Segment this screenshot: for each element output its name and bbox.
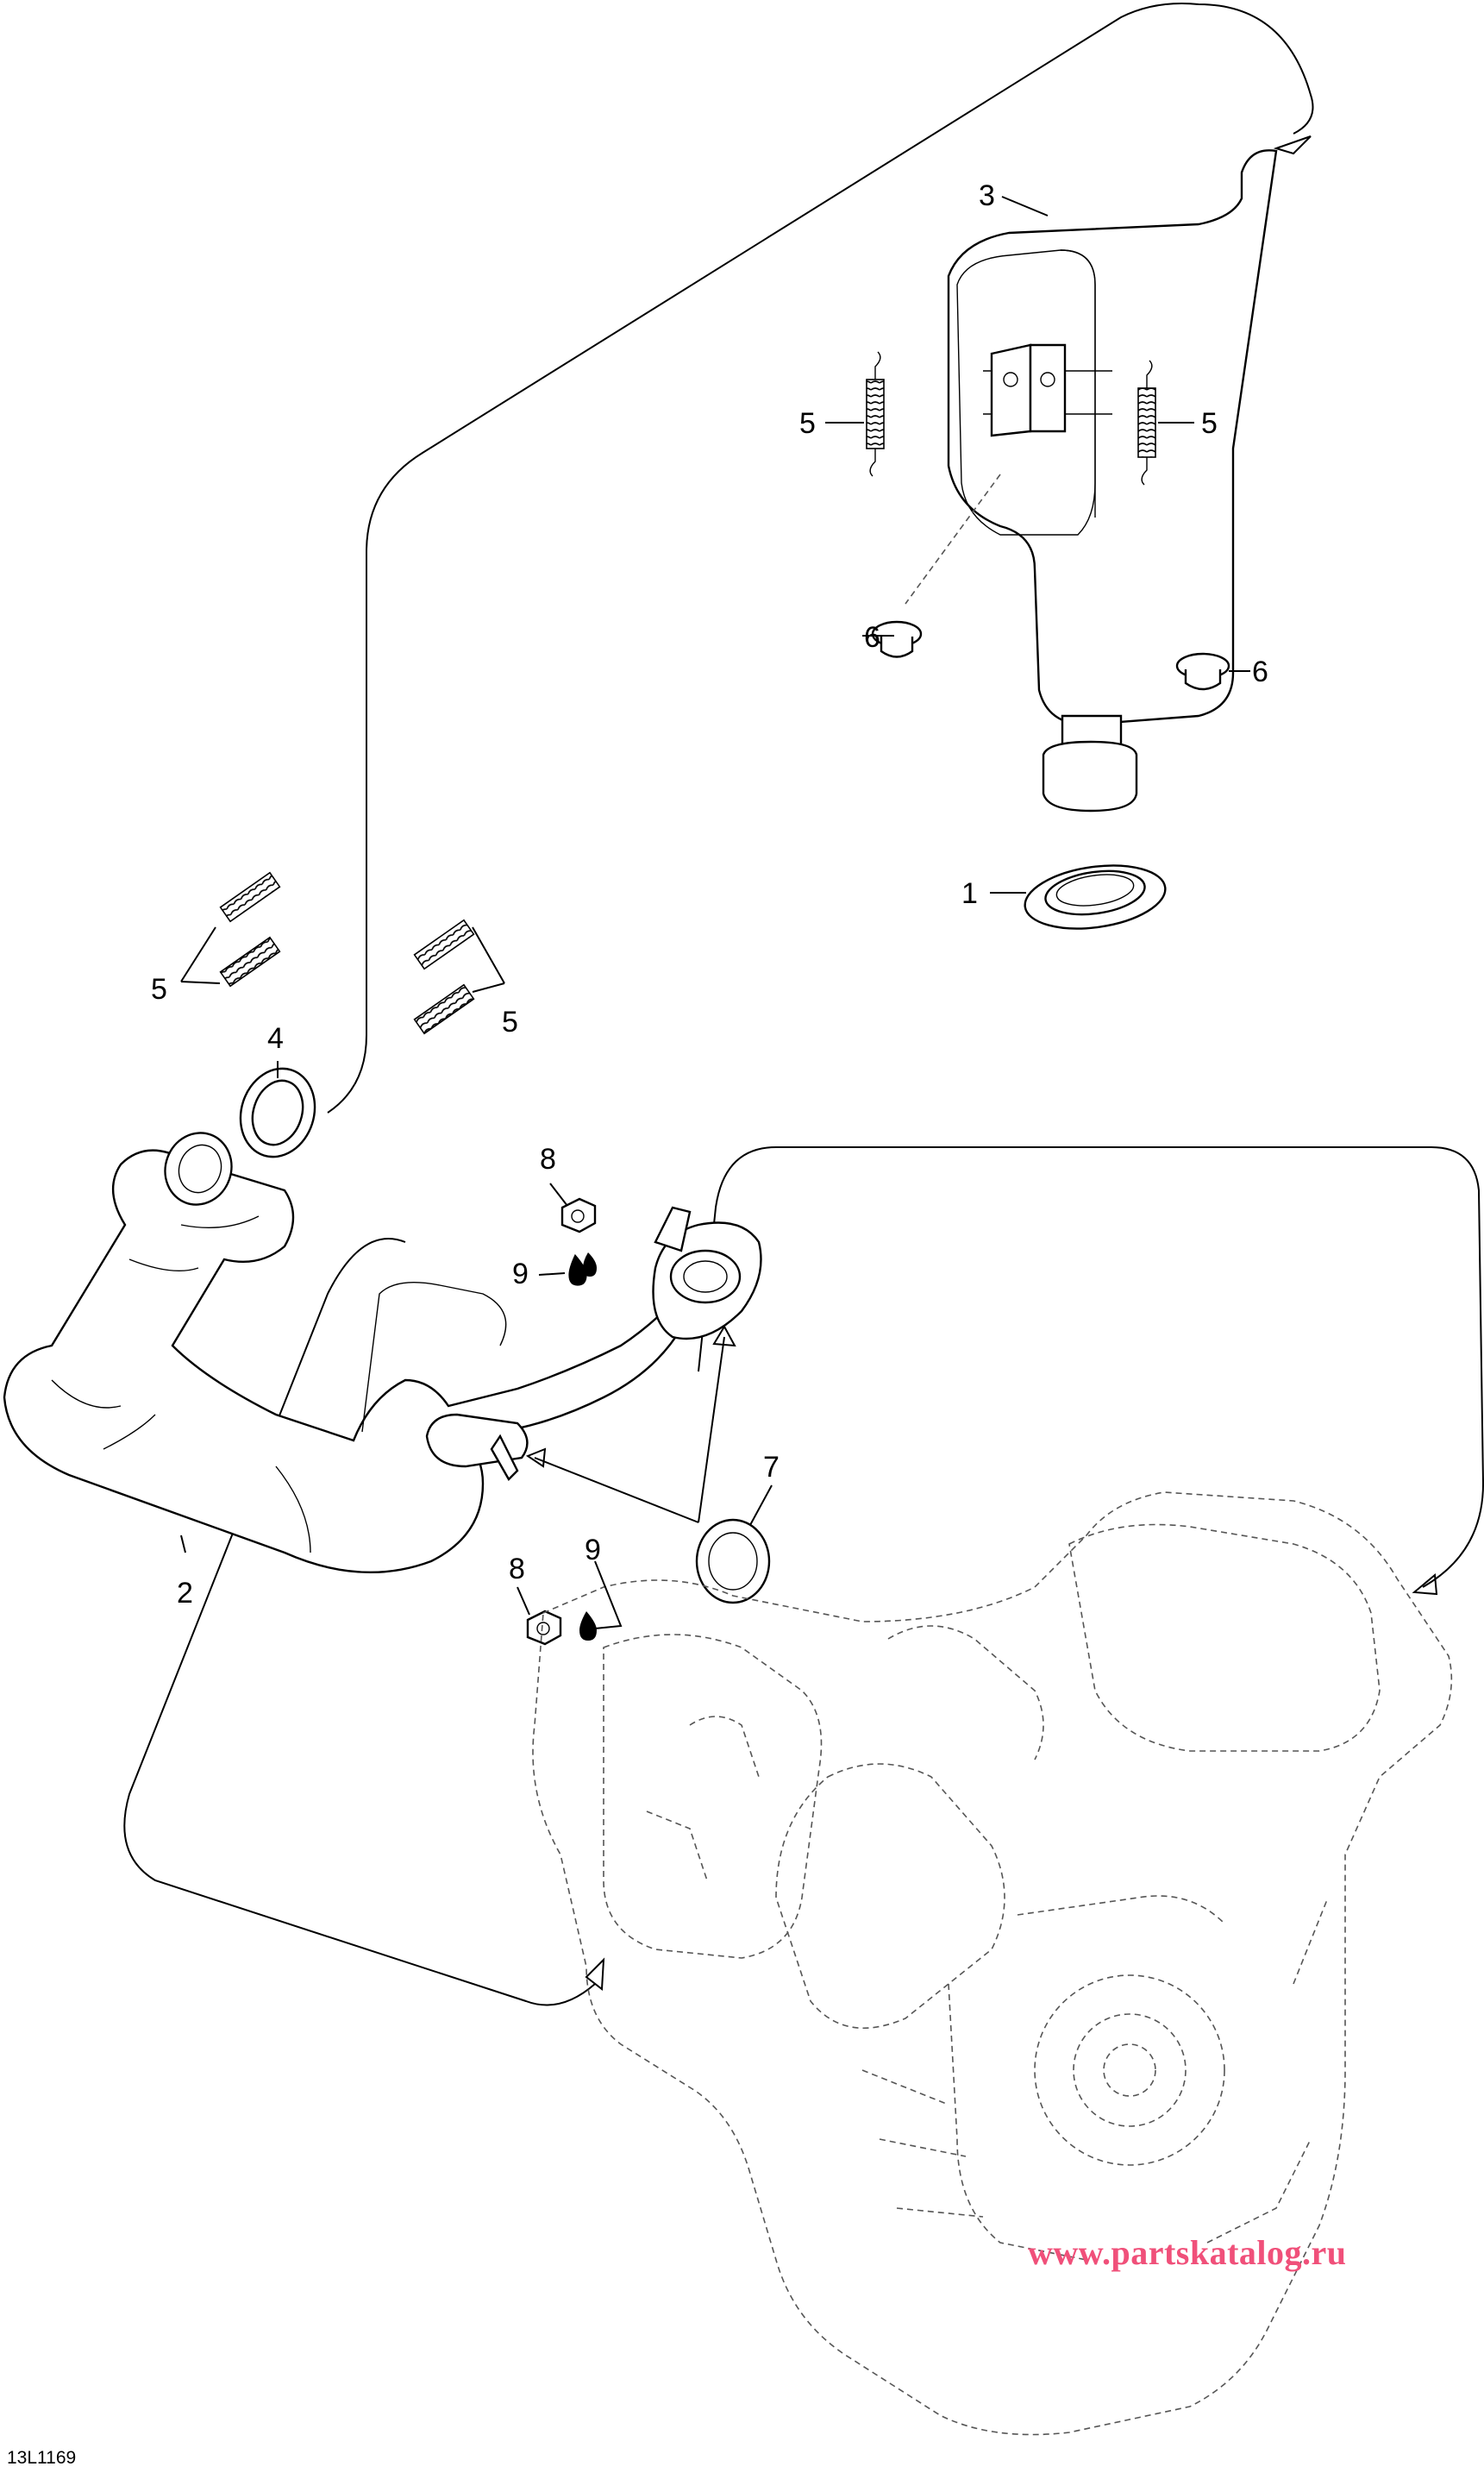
callout-3: 3 bbox=[979, 179, 995, 212]
drawing-id: 13L1169 bbox=[7, 2448, 77, 2468]
callout-6-left: 6 bbox=[864, 621, 880, 654]
flange-gasket-icon bbox=[695, 1518, 771, 1604]
routing-line-muffler-to-pipe bbox=[327, 3, 1314, 1114]
tension-spring-icon bbox=[866, 351, 1156, 486]
pipe-seal-ring-icon bbox=[239, 1067, 316, 1158]
tension-spring-icon bbox=[219, 871, 475, 1035]
leader-line-gasket-to-flanges bbox=[534, 1336, 725, 1523]
callout-5-upper-right: 5 bbox=[1201, 407, 1218, 440]
callout-9-upper: 9 bbox=[512, 1258, 529, 1290]
callout-5-lower-left: 5 bbox=[151, 973, 167, 1006]
callout-8-lower: 8 bbox=[509, 1553, 525, 1585]
watermark: www.partskatalog.ru bbox=[1028, 2233, 1347, 2272]
outlet-flange-icon bbox=[425, 1206, 762, 1481]
thread-locker-drop-icon bbox=[568, 1252, 597, 1641]
callout-1: 1 bbox=[961, 877, 978, 910]
routing-line-flange-to-engine bbox=[698, 1146, 1484, 1588]
callout-9-lower: 9 bbox=[585, 1534, 601, 1566]
callout-7: 7 bbox=[763, 1451, 780, 1484]
callout-6-right: 6 bbox=[1252, 656, 1268, 688]
callout-4: 4 bbox=[267, 1022, 284, 1055]
engine-icon bbox=[532, 1491, 1453, 2436]
callout-5-upper-left: 5 bbox=[799, 407, 816, 440]
flange-nut-icon bbox=[526, 1197, 597, 1646]
callout-leader-lines bbox=[180, 196, 1250, 1629]
muffler-icon bbox=[905, 149, 1278, 813]
callout-8-upper: 8 bbox=[540, 1143, 556, 1176]
rubber-damper-icon bbox=[871, 620, 1230, 691]
callout-5-lower-right: 5 bbox=[502, 1006, 518, 1039]
exhaust-gasket-ring-icon bbox=[1024, 864, 1167, 930]
callout-2: 2 bbox=[177, 1577, 193, 1610]
routing-line-pipe-to-engine bbox=[123, 1238, 596, 2006]
exhaust-manifold-pipe-icon bbox=[3, 1132, 711, 1574]
